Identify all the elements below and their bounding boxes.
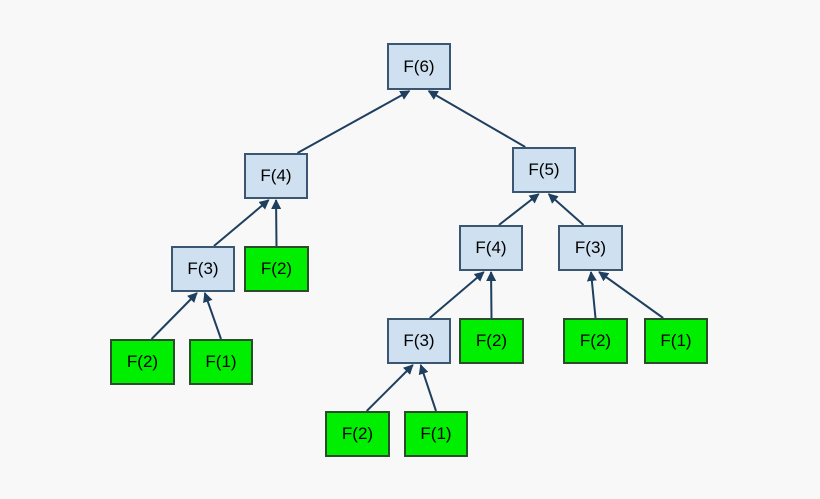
edge-n1b-to-n3b	[598, 271, 664, 319]
node-f5: F(5)	[512, 147, 576, 193]
node-label: F(2)	[475, 331, 508, 350]
node-label: F(2)	[579, 331, 612, 350]
edge-n5-to-n6	[427, 90, 526, 148]
node-f4-right: F(4)	[459, 225, 523, 271]
leaf-f2-bottom-middle: F(2)	[325, 411, 390, 457]
leaf-f1-bottom-middle: F(1)	[404, 411, 468, 457]
edge-n1a-to-n3a	[203, 292, 222, 340]
edge-n3b-to-n5	[547, 193, 585, 226]
edge-n1c-to-n3c	[418, 364, 437, 412]
node-f3-right: F(3)	[558, 225, 623, 271]
edge-n2b-to-n3a	[150, 292, 198, 340]
node-label: F(2)	[341, 424, 374, 443]
node-label: F(5)	[528, 160, 560, 179]
node-label: F(3)	[403, 331, 435, 350]
leaf-f1-right: F(1)	[644, 318, 708, 364]
node-label: F(2)	[126, 352, 159, 371]
leaf-f2-right: F(2)	[563, 318, 628, 364]
node-label: F(4)	[475, 238, 507, 257]
node-label: F(2)	[260, 259, 293, 278]
edge-n2e-to-n3c	[366, 364, 414, 412]
leaf-f1-bottom-left: F(1)	[189, 339, 253, 385]
node-label: F(1)	[660, 331, 692, 350]
node-label: F(3)	[574, 238, 607, 257]
node-label: F(1)	[205, 352, 237, 371]
node-label: F(1)	[420, 424, 452, 443]
node-label: F(6)	[403, 56, 435, 76]
edge-n2d-to-n3b	[586, 271, 597, 319]
node-f4-left: F(4)	[244, 153, 308, 199]
leaf-f2-middle: F(2)	[459, 318, 524, 364]
node-f3-left: F(3)	[171, 246, 235, 292]
node-f3-middle: F(3)	[387, 318, 451, 364]
node-f6: F(6)	[387, 43, 451, 90]
leaf-f2-bottom-left: F(2)	[110, 339, 175, 385]
edge-n3c-to-n4b	[429, 271, 485, 319]
node-label: F(3)	[187, 259, 219, 278]
edge-n4a-to-n6	[296, 90, 411, 154]
edge-n3a-to-n4a	[213, 199, 270, 247]
node-label: F(4)	[260, 166, 292, 185]
leaf-f2-left: F(2)	[244, 246, 309, 292]
edge-n4b-to-n5	[498, 193, 540, 226]
